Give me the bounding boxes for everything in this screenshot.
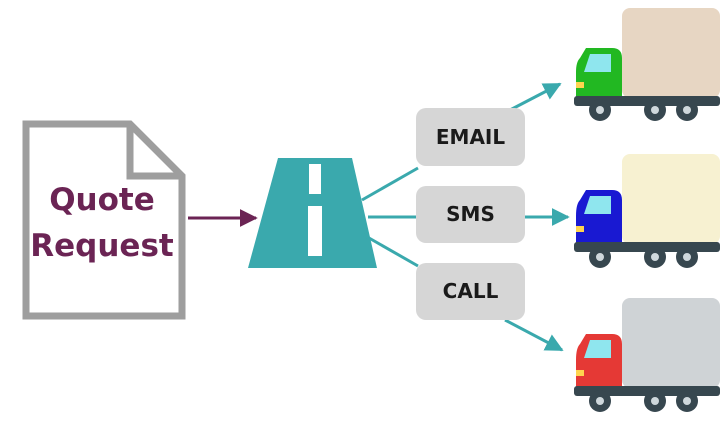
truck-hubcap [651, 397, 659, 405]
channel-email-box [416, 108, 525, 166]
truck-icon [574, 8, 720, 121]
truck-window [584, 196, 611, 214]
truck-icon [574, 154, 720, 268]
channel-sms-box [416, 186, 525, 243]
hub-to-call-connector [361, 232, 419, 268]
truck-2 [574, 154, 720, 268]
road-hub [248, 158, 377, 268]
truck-3 [574, 298, 720, 412]
truck-window [584, 54, 611, 72]
channel-call: CALL [416, 263, 525, 320]
truck-hubcap [651, 106, 659, 114]
document-fold-icon [126, 124, 182, 180]
channel-email: EMAIL [416, 108, 525, 166]
document-icon [22, 120, 186, 320]
truck-headlight [576, 82, 584, 88]
truck-headlight [576, 226, 584, 232]
hub-to-email-connector [361, 166, 419, 202]
call-to-truck-arrow [504, 318, 564, 352]
truck-window [584, 340, 611, 358]
truck-1 [574, 8, 720, 121]
truck-hubcap [683, 253, 691, 261]
truck-hubcap [596, 397, 604, 405]
truck-hubcap [596, 253, 604, 261]
truck-cargo [622, 154, 720, 244]
channel-sms-label: SMS [446, 202, 495, 226]
truck-icon [574, 298, 720, 412]
document-title-line1: Quote [49, 182, 155, 218]
channel-call-label: CALL [443, 279, 499, 303]
truck-cargo [622, 298, 720, 388]
truck-hubcap [683, 397, 691, 405]
quote-request-document: Quote Request [22, 120, 186, 320]
road-lane-marking-top [309, 164, 321, 194]
channel-email-label: EMAIL [436, 125, 505, 149]
email-to-truck-arrow [509, 82, 562, 112]
truck-hubcap [651, 253, 659, 261]
truck-headlight [576, 370, 584, 376]
document-title-line2: Request [30, 228, 174, 264]
channel-sms: SMS [416, 186, 525, 243]
truck-hubcap [683, 106, 691, 114]
road-lane-marking-bottom [308, 206, 322, 256]
channel-call-box [416, 263, 525, 320]
truck-cargo [622, 8, 720, 98]
truck-hubcap [596, 106, 604, 114]
